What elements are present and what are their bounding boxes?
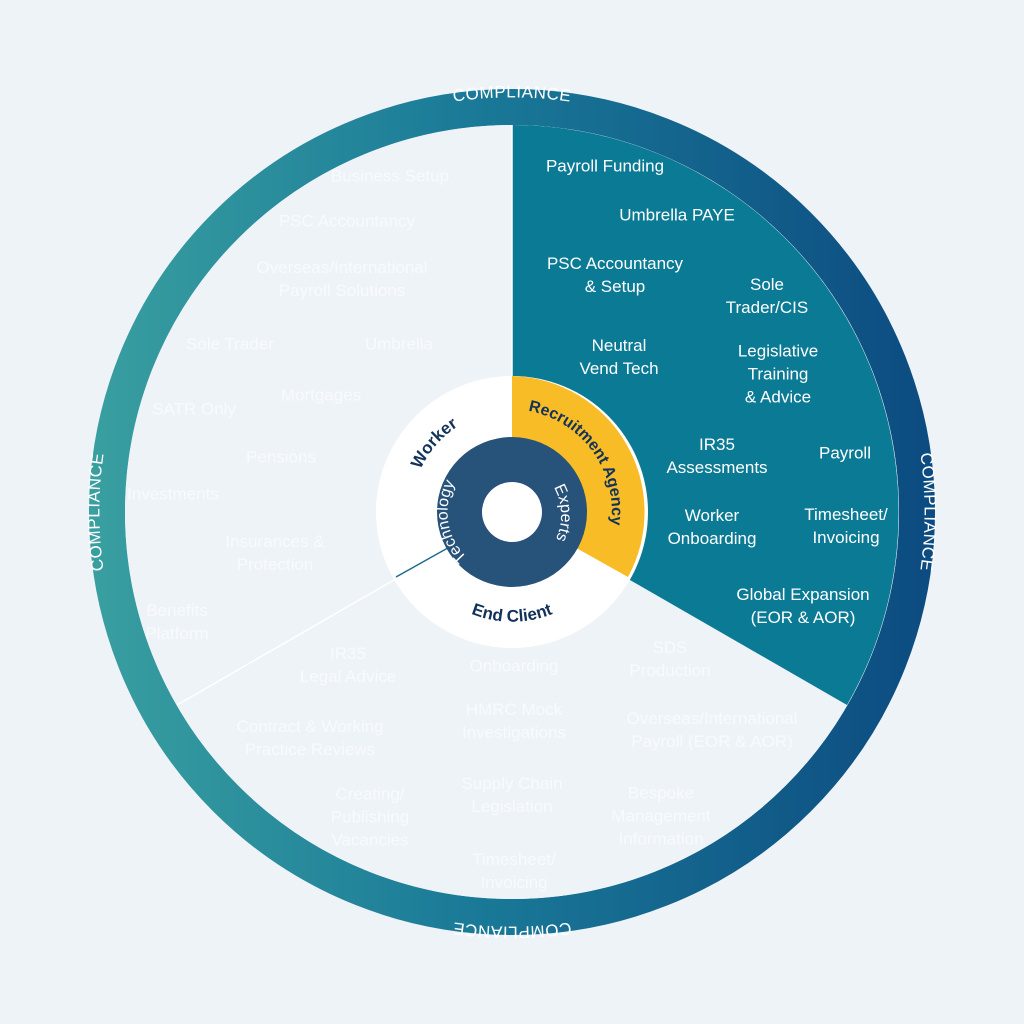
compliance-text-group: COMPLIANCE COMPLIANCE COMPLIANCE COMPLIA…	[84, 82, 939, 941]
worker-service: PSC Accountancy	[278, 211, 416, 231]
agency-service: Timesheet/ Invoicing	[804, 505, 888, 547]
worker-service: Overseas/International Payroll Solutions	[256, 258, 428, 300]
agency-service: Payroll Funding	[545, 156, 665, 176]
client-service: Onboarding	[469, 656, 559, 676]
agency-service: IR35 Assessments	[666, 435, 768, 477]
compliance-label-right: COMPLIANCE	[916, 452, 939, 573]
client-service: IR35 Legal Advice	[299, 644, 397, 686]
agency-service: Legislative Training & Advice	[737, 341, 819, 407]
compliance-label-bottom: COMPLIANCE	[451, 918, 572, 941]
client-service: Supply Chain Legislation	[461, 774, 563, 816]
client-service: SDS Production	[629, 638, 711, 680]
agency-service: Umbrella PAYE	[619, 205, 735, 225]
worker-service: Benefits Platform	[145, 601, 209, 643]
agency-service: Global Expansion (EOR & AOR)	[736, 585, 870, 627]
worker-service: Investments	[127, 484, 219, 504]
compliance-ring	[89, 89, 935, 935]
agency-service: PSC Accountancy & Setup	[546, 254, 684, 296]
client-service: Timesheet/ Invoicing	[472, 850, 556, 892]
client-service: Contract & Working Practice Reviews	[236, 717, 384, 759]
core-hub	[482, 482, 542, 542]
worker-service: Pensions	[246, 447, 316, 467]
agency-service: Worker Onboarding	[667, 506, 757, 548]
client-service: Bespoke Management Information	[611, 783, 711, 849]
client-service: HMRC Mock Investigations	[462, 700, 566, 742]
agency-service: Neutral Vend Tech	[579, 336, 659, 378]
worker-service: Business Setup	[330, 166, 450, 186]
worker-service: SATR Only	[152, 399, 236, 419]
agency-service: Sole Trader/CIS	[725, 275, 809, 317]
worker-service: Sole Trader	[186, 334, 274, 354]
core-label-experts: Experts	[550, 482, 574, 544]
worker-service: Umbrella	[364, 334, 434, 354]
agency-service: Payroll	[819, 443, 871, 463]
worker-service: Insurances & Protection	[225, 532, 325, 574]
compliance-label-top: COMPLIANCE	[452, 82, 573, 105]
compliance-label-left: COMPLIANCE	[84, 451, 107, 572]
client-service: Creating/ Publishing Vacancies	[330, 784, 410, 850]
worker-service: Mortgages	[280, 385, 362, 405]
client-service: Overseas/International Payroll (EOR & AO…	[626, 709, 798, 751]
